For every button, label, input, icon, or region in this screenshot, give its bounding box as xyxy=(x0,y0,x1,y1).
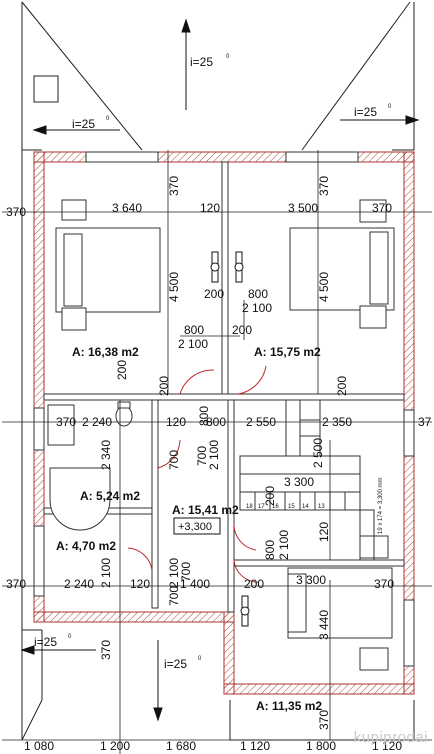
slope-arrows xyxy=(20,18,420,722)
dim-bottom-1800: 1 800 xyxy=(306,739,336,753)
slope-label-bottom-left: i=25 xyxy=(34,635,57,649)
dim-mid-370: 370 xyxy=(56,415,76,429)
dim-open-2100-b: 2 100 xyxy=(178,337,208,351)
slope-label-top: i=25 xyxy=(190,55,213,69)
dim-v-370-c: 370 xyxy=(99,640,113,660)
dim-mid-2550: 2 550 xyxy=(246,415,276,429)
room-label-wc: A: 4,70 m2 xyxy=(56,539,116,553)
watermark: kupiprodai xyxy=(353,729,428,746)
dim-open-2100-d: 2 100 xyxy=(277,530,291,560)
dim-stair-run: 3 300 xyxy=(284,475,314,489)
dim-open-2100-c: 2 100 xyxy=(167,558,181,588)
slope-degree-right: 0 xyxy=(388,104,392,110)
staircase xyxy=(239,400,375,561)
stair-step-16: 16 xyxy=(272,504,279,510)
room-label-hall: A: 15,41 m2 xyxy=(172,503,239,517)
dim-v-370-d: 370 xyxy=(317,710,331,730)
stair-note: 19 x 174 = 3,300 mm xyxy=(378,477,384,534)
chimney xyxy=(33,75,59,103)
dim-low-3300: 3 300 xyxy=(296,573,326,587)
dim-open-2100-a: 2 100 xyxy=(242,301,272,315)
slope-label-left: i=25 xyxy=(72,117,95,131)
dimension-lines xyxy=(2,150,432,754)
dim-mid-120: 120 xyxy=(166,415,186,429)
slope-label-right: i=25 xyxy=(354,105,377,119)
dim-top-120: 120 xyxy=(200,201,220,215)
dim-open-700-c: 700 xyxy=(195,446,209,466)
dim-open-800-b: 800 xyxy=(184,323,204,337)
level-mark-box xyxy=(173,517,221,535)
dim-bottom-1680: 1 680 xyxy=(166,739,196,753)
dim-v-370-b: 370 xyxy=(317,176,331,196)
dim-low-1400: 1 400 xyxy=(180,577,210,591)
stair-step-15: 15 xyxy=(288,504,295,510)
room-label-bathroom: A: 5,24 m2 xyxy=(80,489,140,503)
furniture xyxy=(47,199,395,671)
dim-open-200-e: 200 xyxy=(263,486,277,506)
dim-low-120: 120 xyxy=(130,577,150,591)
dim-v-700-b: 700 xyxy=(167,586,181,606)
dim-open-200-d: 200 xyxy=(335,376,349,396)
dim-bottom-1080: 1 080 xyxy=(24,739,54,753)
dim-open-200-a: 200 xyxy=(204,287,224,301)
dim-open-800-a: 800 xyxy=(248,287,268,301)
stair-step-17: 17 xyxy=(258,504,265,510)
dim-open-800-c: 800 xyxy=(197,406,211,426)
dim-v-2100-b: 2 100 xyxy=(207,440,221,470)
slope-degree-bottom: 0 xyxy=(198,656,202,662)
dim-v-2500: 2 500 xyxy=(311,438,325,468)
room-label-bedroom-1: A: 16,38 m2 xyxy=(72,345,139,359)
dim-v-700-a: 700 xyxy=(167,450,181,470)
dim-v-4500-a: 4 500 xyxy=(167,272,181,302)
stair-step-18: 18 xyxy=(246,504,253,510)
dim-top-3640: 3 640 xyxy=(112,201,142,215)
room-label-bedroom-2: A: 15,75 m2 xyxy=(254,345,321,359)
dim-bottom-1120-a: 1 120 xyxy=(240,739,270,753)
dim-top-3500: 3 500 xyxy=(288,201,318,215)
doors xyxy=(127,365,267,583)
slope-degree-bottom-left: 0 xyxy=(68,634,72,640)
dim-v-4500-b: 4 500 xyxy=(317,272,331,302)
stair-step-14: 14 xyxy=(302,504,309,510)
dim-mid-800: 800 xyxy=(206,415,226,429)
windows xyxy=(33,151,415,667)
dim-open-800-d: 800 xyxy=(263,540,277,560)
dim-open-700-d: 700 xyxy=(179,562,193,582)
dim-v-370-a: 370 xyxy=(167,176,181,196)
slope-degree-top: 0 xyxy=(226,54,230,60)
dim-mid-37: 37 xyxy=(418,415,432,429)
dim-open-200-f: 200 xyxy=(157,376,171,396)
dim-v-2340: 2 340 xyxy=(99,440,113,470)
dim-open-200-c: 200 xyxy=(115,360,129,380)
stair-step-13: 13 xyxy=(318,504,325,510)
slope-label-bottom: i=25 xyxy=(164,657,187,671)
dim-low-370: 370 xyxy=(6,577,26,591)
dim-v-120: 120 xyxy=(317,522,331,542)
dim-top-370-left: 370 xyxy=(6,205,26,219)
dim-mid-2350: 2 350 xyxy=(322,415,352,429)
dim-v-3440: 3 440 xyxy=(317,610,331,640)
level-mark: +3,300 xyxy=(178,521,212,533)
dim-mid-2240: 2 240 xyxy=(82,415,112,429)
dim-open-200-b: 200 xyxy=(232,323,252,337)
dim-low-2240: 2 240 xyxy=(64,577,94,591)
dim-bottom-1120-b: 1 120 xyxy=(372,739,402,753)
dim-bottom-1200: 1 200 xyxy=(100,739,130,753)
slope-degree-left: 0 xyxy=(106,116,110,122)
dim-low-370-right: 370 xyxy=(374,577,394,591)
room-label-bedroom-3: A: 11,35 m2 xyxy=(256,699,322,713)
dim-v-2100-a: 2 100 xyxy=(99,558,113,588)
dim-low-200: 200 xyxy=(244,577,264,591)
tv-units xyxy=(210,251,250,627)
dim-top-370-right: 370 xyxy=(372,201,392,215)
